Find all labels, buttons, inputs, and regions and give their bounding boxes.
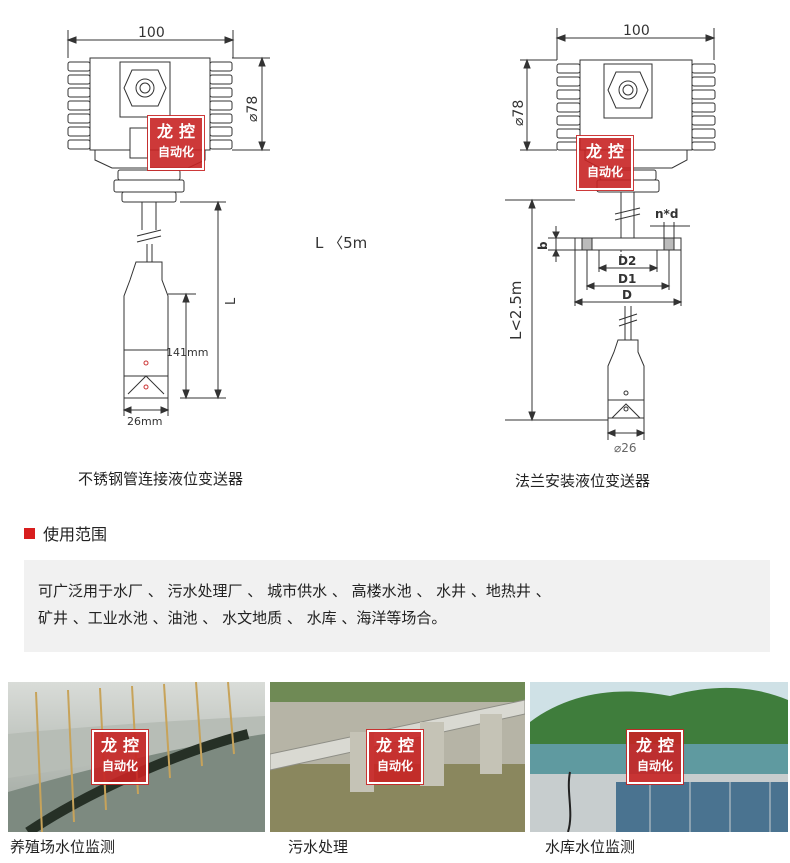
photo-label-fish-farm: 养殖场水位监测	[10, 838, 116, 856]
usage-line-1: 可广泛用于水厂 、 污水处理厂 、 城市供水 、 高楼水池 、 水井 、地热井 …	[38, 582, 551, 600]
right-diameter-label: ⌀78	[511, 100, 527, 126]
right-transmitter-drawing	[505, 28, 716, 440]
watermark-logo: 龙控 自动化	[626, 729, 684, 785]
watermark-logo: 龙控 自动化	[576, 135, 634, 191]
watermark-logo: 龙控 自动化	[147, 115, 205, 171]
usage-section-title: 使用范围	[43, 525, 108, 544]
right-drawing-caption: 法兰安装液位变送器	[515, 472, 651, 490]
photo-label-reservoir: 水库水位监测	[545, 838, 636, 856]
left-width-label: 100	[138, 25, 165, 41]
left-probe-height-label: 141mm	[166, 346, 208, 359]
watermark-logo: 龙控 自动化	[91, 729, 149, 785]
usage-line-2: 矿井 、工业水池 、油池 、 水文地质 、 水库 、海洋等场合。	[38, 609, 447, 627]
right-thickness-label: b	[536, 241, 550, 250]
middle-length-note: L 〈5m	[315, 234, 367, 252]
technical-drawings: 100 ⌀78 L 141mm 26mm 100 ⌀78 L<2.5m n*d …	[66, 23, 716, 455]
right-d2-label: D2	[618, 254, 636, 268]
right-width-label: 100	[623, 23, 650, 39]
left-probe-width-label: 26mm	[127, 415, 162, 428]
right-d-label: D	[622, 288, 632, 302]
photo-label-sewage: 污水处理	[288, 838, 349, 856]
left-length-label: L	[224, 297, 239, 305]
left-drawing-caption: 不锈钢管连接液位变送器	[78, 470, 244, 488]
left-diameter-label: ⌀78	[245, 96, 261, 122]
usage-section-header: 使用范围	[24, 521, 107, 545]
usage-description: 可广泛用于水厂 、 污水处理厂 、 城市供水 、 高楼水池 、 水井 、地热井 …	[24, 560, 770, 652]
right-probe-width-label: ⌀26	[614, 441, 637, 455]
right-bolt-label: n*d	[655, 207, 678, 221]
right-length-label: L<2.5m	[507, 281, 525, 340]
right-d1-label: D1	[618, 272, 636, 286]
section-marker-icon	[24, 527, 35, 539]
watermark-logo: 龙控 自动化	[366, 729, 424, 785]
